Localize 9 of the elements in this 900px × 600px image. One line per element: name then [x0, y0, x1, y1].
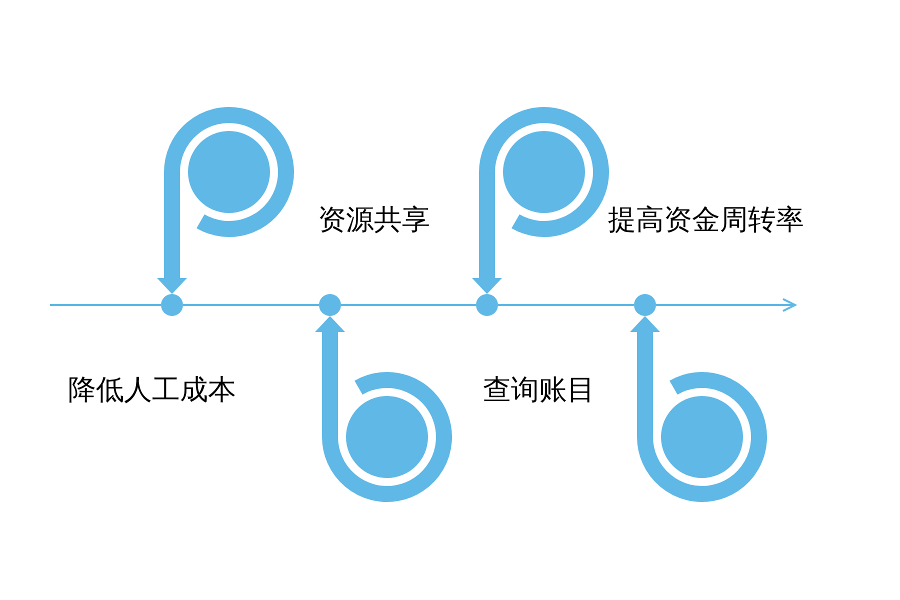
stage-label: 提高资金周转率: [608, 202, 804, 238]
stage-label: 查询账目: [483, 372, 595, 408]
timeline-line: [656, 298, 796, 312]
stage-label: 降低人工成本: [68, 372, 236, 408]
timeline-line: [498, 304, 634, 306]
timeline-line: [183, 304, 319, 306]
timeline-line: [50, 304, 161, 306]
timeline-line: [341, 304, 476, 306]
stage-label: 资源共享: [318, 202, 430, 238]
